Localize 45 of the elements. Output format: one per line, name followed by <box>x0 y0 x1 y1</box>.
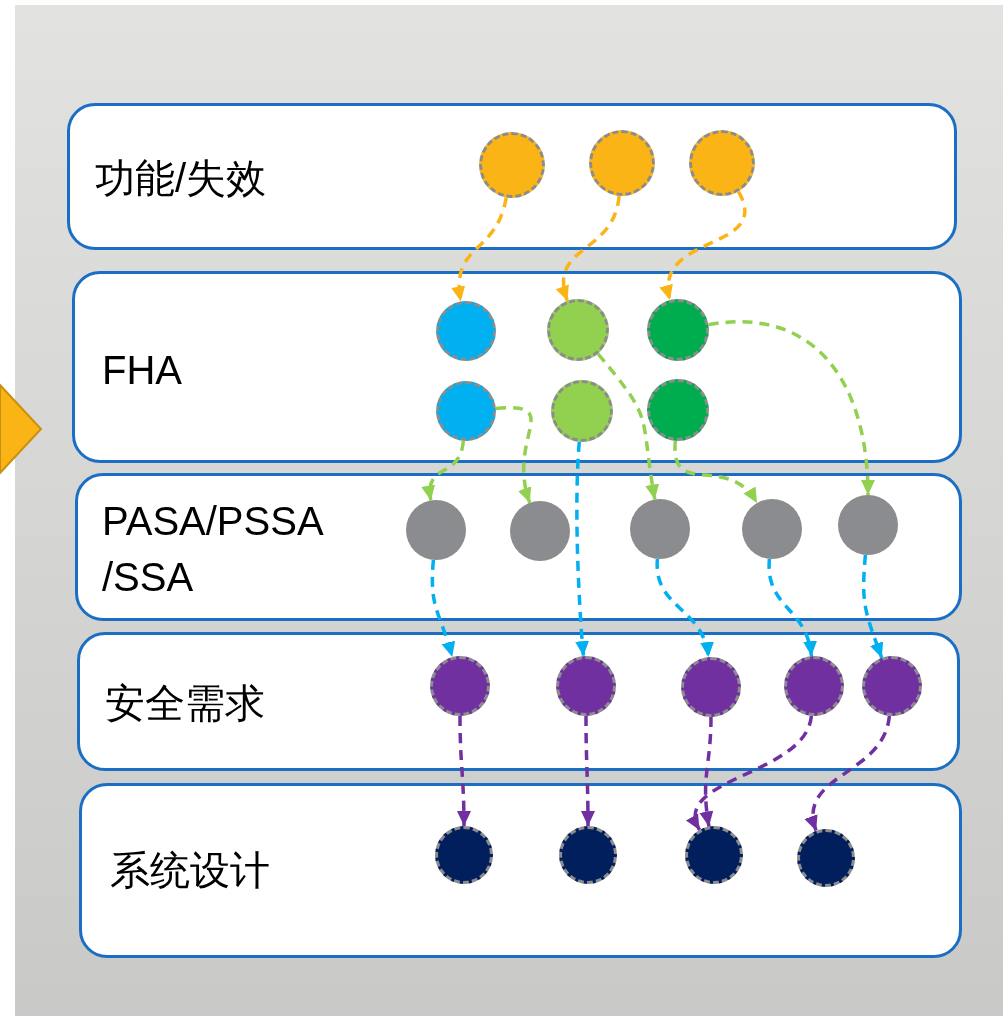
dashed-arrow <box>673 440 759 505</box>
dashed-arrow <box>661 190 747 301</box>
circle <box>556 656 616 716</box>
circle <box>430 656 490 716</box>
circle <box>436 301 496 361</box>
circle <box>797 829 855 887</box>
dashed-arrow <box>596 352 660 500</box>
layer-band <box>67 103 957 250</box>
layer-label: 安全需求 <box>105 680 265 727</box>
dashed-arrow <box>708 320 875 496</box>
layer-label: PASA/PSSA /SSA <box>102 498 324 601</box>
circle <box>784 656 844 716</box>
dashed-arrow <box>655 558 713 658</box>
dashed-arrow <box>699 716 714 827</box>
circle <box>681 657 741 717</box>
layer-band <box>72 271 962 463</box>
dashed-arrow <box>430 559 455 658</box>
layer-band <box>77 632 960 771</box>
layer-band <box>75 473 962 621</box>
layer-label: 系统设计 <box>110 847 270 894</box>
circle <box>862 656 922 716</box>
dashed-arrow <box>861 554 884 659</box>
dashed-arrow <box>495 405 533 504</box>
dashed-arrow <box>575 441 590 657</box>
dashed-arrow <box>767 558 816 657</box>
dashed-arrow <box>805 715 892 832</box>
layer-label: 功能/失效 <box>95 155 267 202</box>
circle <box>510 501 570 561</box>
circle <box>685 826 743 884</box>
circle <box>547 299 609 361</box>
circle <box>436 381 496 441</box>
dashed-arrow <box>422 440 466 501</box>
layer-label: FHA <box>102 347 182 394</box>
dashed-arrow <box>580 716 595 826</box>
dashed-arrow <box>456 716 471 826</box>
dashed-arrow <box>556 195 621 302</box>
dashed-arrow <box>687 715 814 831</box>
circle <box>406 500 466 560</box>
circle <box>630 499 690 559</box>
layer-band <box>79 783 962 958</box>
circle <box>559 826 617 884</box>
circle <box>742 499 802 559</box>
dashed-arrow <box>452 197 508 302</box>
circle <box>838 495 898 555</box>
circle <box>435 826 493 884</box>
